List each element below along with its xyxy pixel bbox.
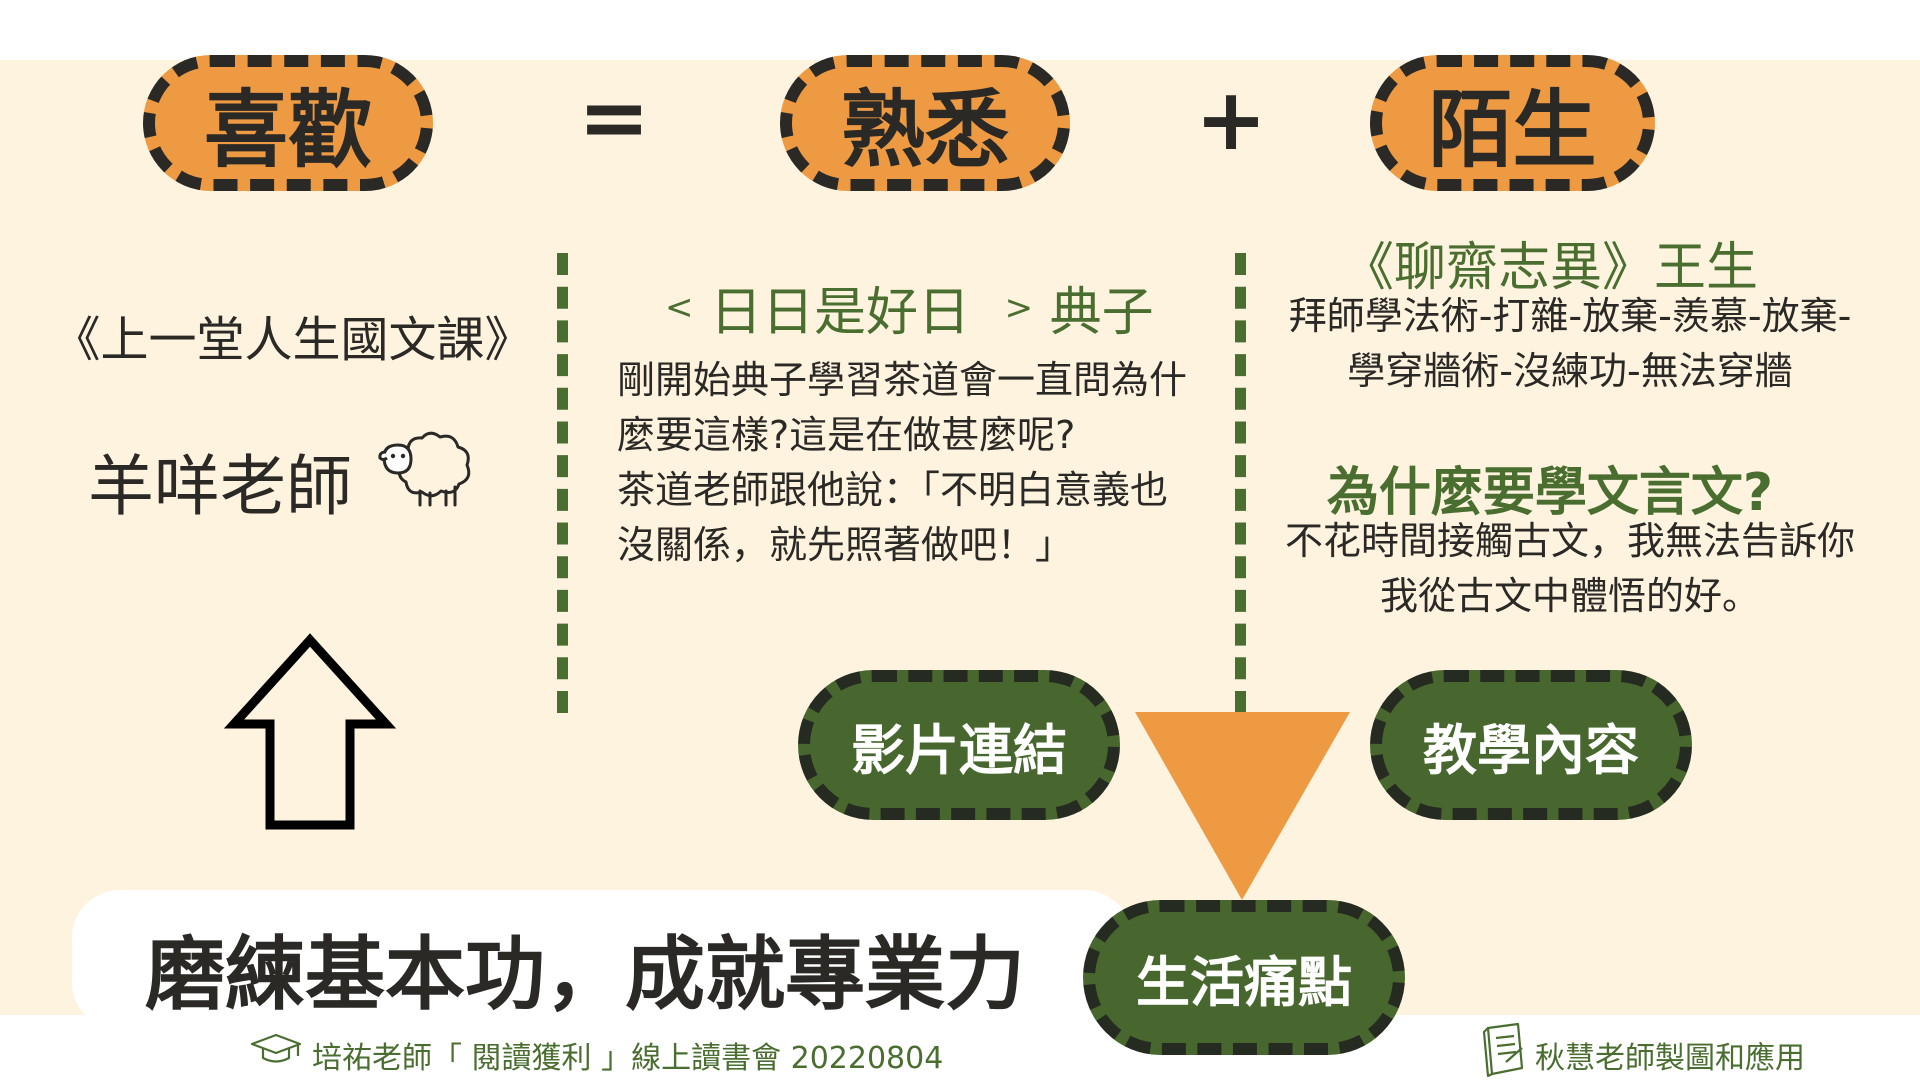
equals-sign: =	[578, 68, 651, 168]
plus-sign: +	[1195, 70, 1268, 170]
notebook-icon	[1482, 1022, 1524, 1078]
film-line-1: 剛開始典子學習茶道會一直問為什	[617, 358, 1188, 402]
footer-credit: 秋慧老師製圖和應用	[1535, 1041, 1805, 1076]
slogan-banner: 磨練基本功，成就專業力	[145, 928, 1025, 1021]
pill-unfamiliar-label: 陌生	[1428, 80, 1597, 179]
pill-teaching-content-label: 教學內容	[1423, 718, 1639, 782]
up-arrow-icon	[223, 633, 397, 830]
film-line-4: 沒關係，就先照著做吧！」	[617, 523, 1074, 567]
film-title-close: >	[1004, 287, 1034, 328]
divider-right	[1235, 253, 1246, 713]
pill-teaching-content: 教學內容	[1370, 670, 1692, 820]
teacher-name: 羊咩老師	[88, 448, 352, 525]
pill-video-link-label: 影片連結	[851, 718, 1067, 782]
film-line-3: 茶道老師跟他說：「不明白意義也	[617, 468, 1169, 512]
sheep-icon	[378, 431, 471, 507]
pill-familiar-label: 熟悉	[840, 80, 1009, 179]
question-title: 為什麼要學文言文?	[1326, 463, 1774, 523]
diagram-background	[0, 60, 1920, 1015]
pill-unfamiliar: 陌生	[1370, 55, 1655, 191]
film-line-2: 麼要這樣?這是在做甚麼呢?	[617, 413, 1076, 457]
pill-familiar: 熟悉	[780, 55, 1070, 191]
book-title: 《上一堂人生國文課》	[52, 312, 533, 368]
pill-like-label: 喜歡	[203, 80, 372, 179]
pill-like: 喜歡	[143, 55, 433, 191]
slogan-banner-background	[72, 890, 1132, 1030]
film-title-open: <	[665, 287, 694, 328]
pill-video-link: 影片連結	[798, 670, 1120, 820]
graduation-cap-icon	[250, 1033, 302, 1063]
film-title-name: 日日是好日	[710, 283, 971, 343]
story-title: 《聊齋志異》王生	[1341, 238, 1758, 298]
film-title: < 日日是好日 > 典子	[665, 270, 1154, 345]
story-line-2: 學穿牆術-沒練功-無法穿牆	[1347, 349, 1793, 393]
answer-line-1: 不花時間接觸古文，我無法告訴你	[1284, 519, 1855, 563]
story-line-1: 拜師學法術-打雜-放棄-羨慕-放棄-	[1288, 294, 1852, 338]
pill-life-pain-point-label: 生活痛點	[1136, 951, 1352, 1014]
divider-left	[557, 253, 568, 713]
footer-event: 培祐老師「 閱讀獲利 」線上讀書會 20220804	[312, 1041, 944, 1076]
film-title-person: 典子	[1049, 283, 1154, 343]
answer-text: 不花時間接觸古文，我無法告訴你 我從古文中體悟的好。	[1250, 514, 1890, 624]
pill-life-pain-point: 生活痛點	[1083, 900, 1405, 1055]
film-description: 剛開始典子學習茶道會一直問為什 麼要這樣?這是在做甚麼呢? 茶道老師跟他說：「不…	[617, 353, 1217, 573]
funnel-triangle-icon	[1135, 712, 1350, 900]
answer-line-2: 我從古文中體悟的好。	[1379, 574, 1760, 618]
story-description: 拜師學法術-打雜-放棄-羨慕-放棄- 學穿牆術-沒練功-無法穿牆	[1250, 289, 1890, 399]
